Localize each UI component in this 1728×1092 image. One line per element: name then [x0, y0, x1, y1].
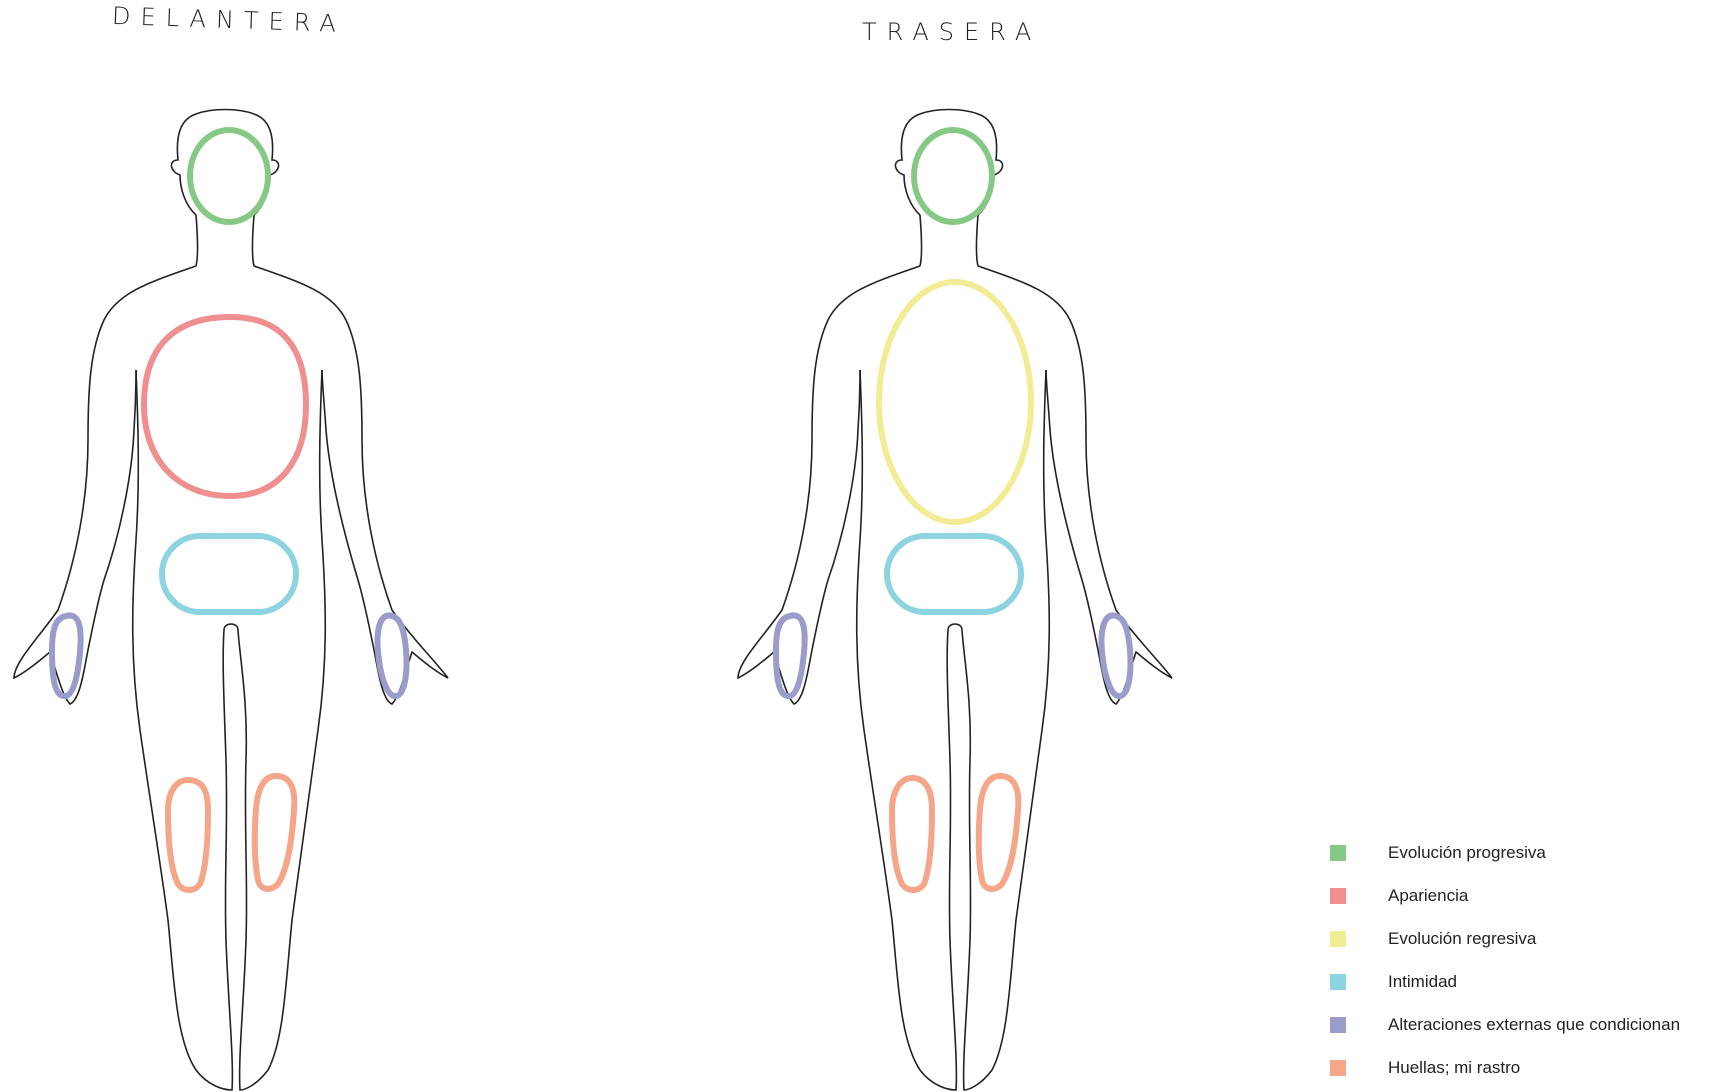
- legend-swatch: [1330, 931, 1346, 947]
- front-left-knee-zone: [168, 780, 208, 890]
- legend-label: Evolución regresiva: [1388, 929, 1536, 949]
- front-right-knee-zone: [255, 776, 295, 889]
- legend-swatch: [1330, 845, 1346, 861]
- back-right-knee-zone: [979, 776, 1019, 889]
- legend-item-appearance: Apariencia: [1330, 886, 1728, 906]
- legend-item-progressive: Evolución progresiva: [1330, 843, 1728, 863]
- front-abdomen-zone: [162, 536, 296, 612]
- back-head-zone: [914, 130, 992, 222]
- legend-item-external: Alteraciones externas que condicionan: [1330, 1015, 1728, 1035]
- front-left-hand-zone: [52, 615, 81, 696]
- back-lower-back-zone: [887, 536, 1021, 612]
- legend-swatch: [1330, 1017, 1346, 1033]
- back-left-hand-zone: [776, 615, 805, 696]
- legend-item-traces: Huellas; mi rastro: [1330, 1058, 1728, 1078]
- front-head-zone: [190, 130, 268, 222]
- legend-label: Alteraciones externas que condicionan: [1388, 1015, 1680, 1035]
- legend-item-regressive: Evolución regresiva: [1330, 929, 1728, 949]
- back-right-hand-zone: [1102, 615, 1131, 696]
- legend-label: Evolución progresiva: [1388, 843, 1546, 863]
- back-upper-back-zone: [879, 282, 1031, 522]
- legend-label: Apariencia: [1388, 886, 1468, 906]
- back-left-knee-zone: [892, 778, 932, 890]
- back-body-outline: [738, 110, 1172, 1091]
- legend-label: Intimidad: [1388, 972, 1457, 992]
- front-body-outline: [14, 110, 448, 1091]
- front-right-hand-zone: [378, 615, 407, 696]
- legend-item-intimacy: Intimidad: [1330, 972, 1728, 992]
- legend-swatch: [1330, 974, 1346, 990]
- legend-swatch: [1330, 888, 1346, 904]
- front-chest-zone: [144, 317, 306, 496]
- legend-swatch: [1330, 1060, 1346, 1076]
- legend-label: Huellas; mi rastro: [1388, 1058, 1520, 1078]
